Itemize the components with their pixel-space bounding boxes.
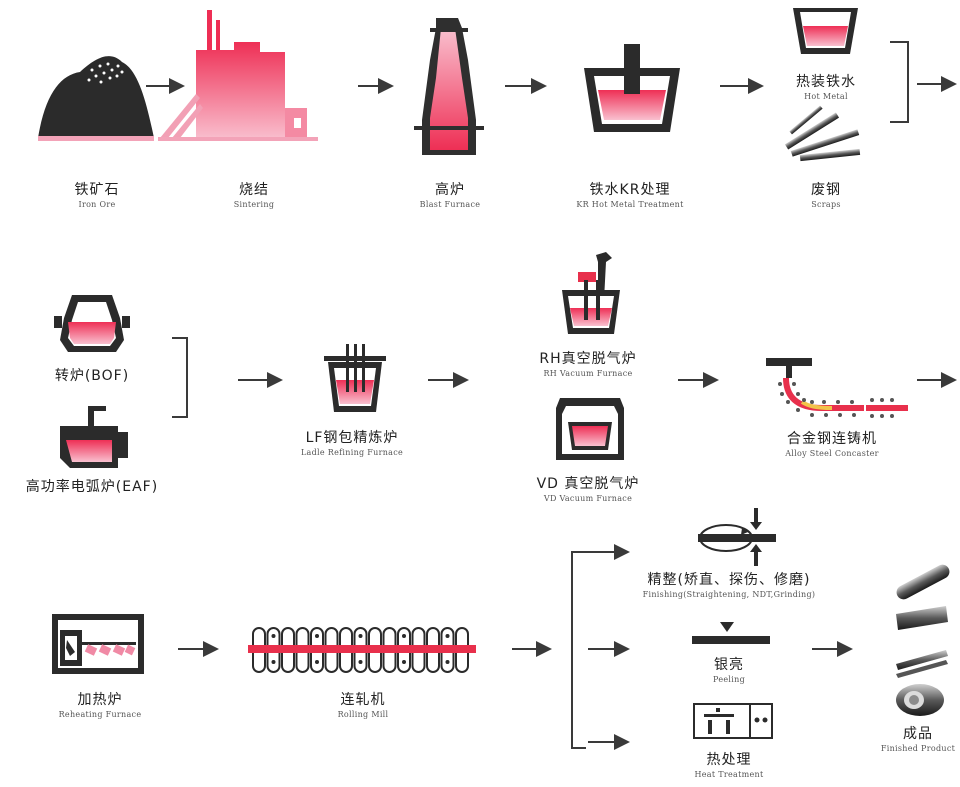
rh-cn: RH真空脱气炉: [539, 351, 637, 367]
blast-furnace-en: Blast Furnace: [419, 200, 481, 209]
rh-degasser-icon: [562, 252, 620, 334]
kr-treatment-label: 铁水KR处理 KR Hot Metal Treatment: [576, 182, 683, 210]
eaf-label: 高功率电弧炉(EAF): [26, 479, 158, 496]
steel-bar: [248, 645, 476, 653]
peeling-en: Peeling: [713, 675, 745, 684]
kr-treatment-cn: 铁水KR处理: [589, 182, 671, 198]
sintering-en: Sintering: [233, 200, 275, 209]
vd-degasser-icon: [556, 398, 624, 460]
vd-label: VD 真空脱气炉 VD Vacuum Furnace: [537, 476, 640, 504]
finishing-cn: 精整(矫直、探伤、修磨): [647, 572, 811, 588]
hot-metal-en: Hot Metal: [804, 92, 848, 101]
rh-en: RH Vacuum Furnace: [543, 369, 633, 378]
concaster-en: Alloy Steel Concaster: [785, 449, 879, 458]
iron-ore-cn: 铁矿石: [74, 182, 120, 198]
lf-label: LF钢包精炼炉 Ladle Refining Furnace: [301, 430, 403, 458]
rolling-en: Rolling Mill: [337, 710, 389, 719]
roll-bearing: [445, 634, 450, 638]
finishing-icon: [698, 508, 776, 566]
roll-bearing: [402, 634, 406, 638]
vd-en: VD Vacuum Furnace: [543, 494, 633, 503]
scraps-cn: 废钢: [811, 182, 841, 198]
reheating-cn: 加热炉: [77, 692, 123, 708]
branch-bracket: [571, 551, 586, 749]
iron-ore-icon: [38, 56, 154, 141]
lf-en: Ladle Refining Furnace: [300, 448, 404, 457]
roll-bearing: [445, 660, 450, 664]
bof-converter-icon: [54, 295, 130, 352]
heat-treatment-label: 热处理 Heat Treatment: [694, 752, 763, 780]
finished-cn: 成品: [903, 726, 933, 742]
lf-ladle-icon: [324, 344, 386, 412]
eaf-cn: 高功率电弧炉(EAF): [25, 479, 159, 495]
finishing-en: Finishing(Straightening, NDT,Grinding): [642, 590, 816, 599]
kr-ladle-icon: [584, 44, 680, 132]
scraps-label: 废钢 Scraps: [811, 182, 841, 210]
reheating-furnace-icon: [52, 614, 144, 674]
finished-en: Finished Product: [880, 744, 956, 753]
roll-bearing: [358, 660, 363, 664]
reheating-en: Reheating Furnace: [58, 710, 142, 719]
peeling-icon: [692, 622, 770, 644]
sintering-cn: 烧结: [239, 182, 269, 198]
heat-treatment-en: Heat Treatment: [694, 770, 764, 779]
iron-ore-label: 铁矿石 Iron Ore: [75, 182, 120, 210]
blast-furnace-label: 高炉 Blast Furnace: [420, 182, 481, 210]
reheating-label: 加热炉 Reheating Furnace: [59, 692, 142, 720]
finishing-label: 精整(矫直、探伤、修磨) Finishing(Straightening, ND…: [643, 572, 816, 600]
eaf-furnace-icon: [60, 406, 128, 468]
concaster-cn: 合金钢连铸机: [787, 431, 877, 447]
roll-bearing: [315, 634, 319, 638]
bof-label: 转炉(BOF): [55, 368, 129, 385]
sintering-label: 烧结 Sintering: [234, 182, 275, 210]
roll-bearing: [402, 660, 406, 664]
rolling-cn: 连轧机: [340, 692, 386, 708]
finished-label: 成品 Finished Product: [881, 726, 955, 754]
blast-furnace-icon: [414, 18, 484, 155]
bof-cn: 转炉(BOF): [54, 368, 130, 384]
scraps-en: Scraps: [811, 200, 841, 209]
sintering-plant-icon: [158, 10, 318, 141]
roll-bearing: [315, 660, 319, 664]
rolling-label: 连轧机 Rolling Mill: [338, 692, 389, 720]
scraps-icon: [784, 105, 861, 162]
rh-label: RH真空脱气炉 RH Vacuum Furnace: [539, 351, 636, 379]
lf-cn: LF钢包精炼炉: [305, 430, 399, 446]
hot-metal-label: 热装铁水 Hot Metal: [796, 74, 856, 102]
vd-cn: VD 真空脱气炉: [536, 476, 640, 492]
blast-furnace-cn: 高炉: [434, 182, 465, 198]
bracket: [172, 337, 188, 418]
rolling-mill-icon: [248, 627, 476, 673]
heat-treatment-icon: [693, 703, 773, 739]
heat-treatment-cn: 热处理: [706, 752, 752, 768]
kr-treatment-en: KR Hot Metal Treatment: [576, 200, 684, 209]
peeling-label: 银亮 Peeling: [713, 657, 745, 685]
hot-metal-cn: 热装铁水: [796, 74, 856, 90]
concaster-icon: [766, 358, 908, 418]
concaster-label: 合金钢连铸机 Alloy Steel Concaster: [785, 431, 879, 459]
roll-bearing: [271, 660, 276, 664]
peeling-cn: 银亮: [713, 657, 744, 673]
finished-products-icon: [896, 564, 950, 716]
hot-metal-ladle-icon: [793, 8, 858, 54]
bracket: [890, 41, 909, 123]
roll-bearing: [358, 634, 363, 638]
iron-ore-en: Iron Ore: [78, 200, 116, 209]
roll-bearing: [271, 634, 276, 638]
